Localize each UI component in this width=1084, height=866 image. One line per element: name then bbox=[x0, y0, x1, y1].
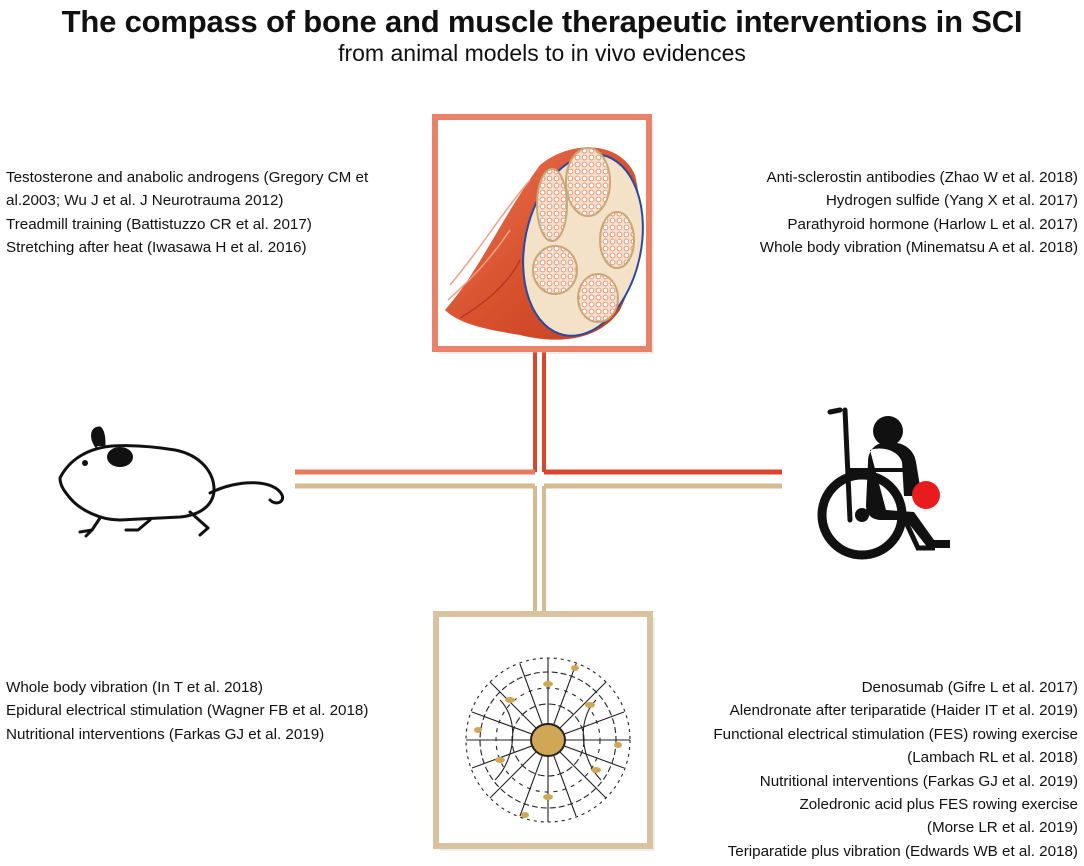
list-item: Functional electrical stimulation (FES) … bbox=[713, 725, 1078, 743]
list-item: Testosterone and anabolic androgens (Gre… bbox=[6, 169, 369, 186]
bottom-left-interventions: Whole body vibration (In T et al. 2018) … bbox=[6, 676, 368, 746]
list-item: Denosumab (Gifre L et al. 2017) bbox=[861, 679, 1078, 696]
list-item: Hydrogen sulfide (Yang X et al. 2017) bbox=[825, 192, 1078, 210]
mouse-icon bbox=[58, 426, 285, 538]
muscle-connector bbox=[295, 350, 782, 475]
list-item: Whole body vibration (Minematsu A et al.… bbox=[759, 239, 1078, 257]
muscle-cross-section-illustration bbox=[445, 147, 644, 340]
list-item: al.2003; Wu J et al. J Neurotrauma 2012) bbox=[6, 192, 284, 210]
bone-connector bbox=[295, 483, 782, 612]
muscle-panel bbox=[432, 114, 654, 354]
list-item: Nutritional interventions (Farkas GJ et … bbox=[6, 725, 325, 743]
list-item: Zoledronic acid plus FES rowing exercise bbox=[799, 796, 1078, 814]
bottom-right-interventions: Denosumab (Gifre L et al. 2017) Alendron… bbox=[713, 676, 1078, 863]
list-item: Teriparatide plus vibration (Edwards WB … bbox=[727, 842, 1078, 860]
wheelchair-user-icon bbox=[817, 407, 950, 560]
bone-panel bbox=[433, 611, 655, 851]
top-left-interventions: Testosterone and anabolic androgens (Gre… bbox=[6, 166, 368, 260]
trabecular-bone-illustration bbox=[465, 657, 631, 823]
diagram-title: The compass of bone and muscle therapeut… bbox=[61, 4, 1023, 39]
list-item: Alendronate after teriparatide (Haider I… bbox=[729, 702, 1078, 720]
diagram-subtitle: from animal models to in vivo evidences bbox=[338, 40, 746, 66]
list-item: Epidural electrical stimulation (Wagner … bbox=[6, 702, 369, 720]
list-item: Stretching after heat (Iwasawa H et al. … bbox=[6, 239, 307, 257]
top-right-interventions: Anti-sclerostin antibodies (Zhao W et al… bbox=[760, 166, 1078, 260]
list-item: Parathyroid hormone (Harlow L et al. 201… bbox=[787, 215, 1078, 233]
list-item: (Lambach RL et al. 2018) bbox=[907, 749, 1078, 767]
list-item: Treadmill training (Battistuzzo CR et al… bbox=[6, 215, 312, 233]
list-item: Whole body vibration (In T et al. 2018) bbox=[6, 679, 263, 696]
list-item: Anti-sclerostin antibodies (Zhao W et al… bbox=[766, 169, 1079, 186]
list-item: (Morse LR et al. 2019) bbox=[926, 819, 1078, 837]
list-item: Nutritional interventions (Farkas GJ et … bbox=[759, 772, 1078, 790]
